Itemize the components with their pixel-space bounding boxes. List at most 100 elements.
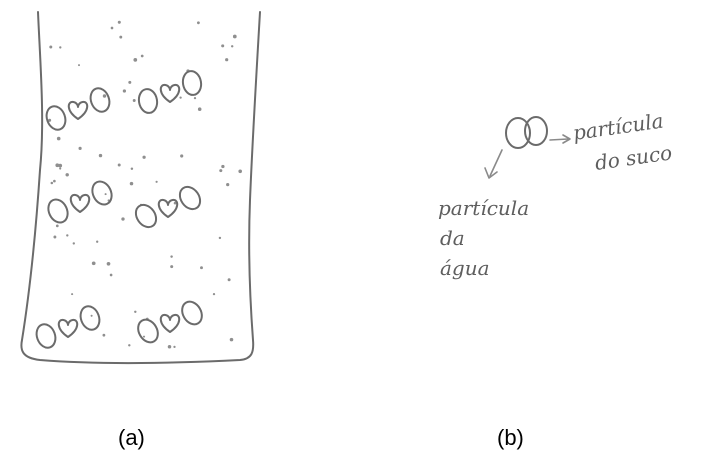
water-dot <box>213 293 215 295</box>
water-dot <box>107 262 111 266</box>
oval-particle-icon <box>178 298 206 328</box>
water-dot <box>228 278 231 281</box>
water-dot <box>141 55 144 58</box>
cup-outline <box>21 12 260 363</box>
water-dot <box>168 345 172 349</box>
heart-particle-icon <box>59 320 78 337</box>
water-dot <box>143 336 145 338</box>
water-dot <box>198 107 202 111</box>
oval-particle-icon <box>33 322 58 351</box>
water-dot <box>103 334 106 337</box>
water-dot <box>121 217 124 220</box>
oval-particle-icon <box>43 104 68 133</box>
oval-particle-icon <box>181 70 203 97</box>
water-label-line1: partícula <box>438 196 529 220</box>
water-dot <box>170 255 172 257</box>
water-dot <box>226 183 229 186</box>
water-dot <box>57 137 61 141</box>
cup-drawing <box>21 12 260 363</box>
water-dot <box>66 234 68 236</box>
water-dot <box>99 154 102 157</box>
water-dot <box>219 169 222 172</box>
water-dot <box>219 237 221 239</box>
water-dot <box>173 346 175 348</box>
oval-particle-icon <box>132 201 161 231</box>
heart-particle-icon <box>161 315 180 332</box>
water-dot <box>128 344 130 346</box>
particle-groups <box>33 70 205 351</box>
heart-particle-icon <box>525 117 547 145</box>
water-dot <box>105 193 107 195</box>
water-dot <box>110 274 113 277</box>
water-dot <box>134 311 136 313</box>
water-dot <box>53 180 56 183</box>
water-dot <box>179 96 181 98</box>
particle-cluster <box>43 86 112 133</box>
water-dot <box>96 241 98 243</box>
water-dot <box>128 81 131 84</box>
water-dot <box>91 315 93 317</box>
oval-particle-icon <box>89 178 115 207</box>
water-dot <box>230 338 234 342</box>
legend-drawing: partícula do suco partícula da água <box>438 109 674 280</box>
caption-a: (a) <box>118 425 145 451</box>
water-dot <box>133 58 137 62</box>
water-dot <box>180 154 183 157</box>
water-dot <box>194 97 196 99</box>
water-label-line3: água <box>440 256 490 280</box>
particle-cluster <box>132 183 205 231</box>
water-dot <box>156 181 158 183</box>
water-dot <box>231 45 233 47</box>
juice-label-line2: do suco <box>593 140 673 175</box>
water-dot <box>238 170 242 174</box>
water-dot <box>49 46 52 49</box>
oval-particle-icon <box>87 86 112 115</box>
water-dot <box>92 261 96 265</box>
water-dot <box>59 46 61 48</box>
oval-particle-icon <box>77 304 102 333</box>
water-dot <box>78 64 80 66</box>
water-dot <box>221 165 224 168</box>
oval-particle-icon <box>176 183 205 213</box>
water-dot <box>56 225 59 228</box>
water-dot <box>118 21 121 24</box>
water-dot <box>79 147 82 150</box>
water-dot <box>130 182 134 186</box>
water-dot <box>133 99 136 102</box>
particle-cluster <box>33 304 102 351</box>
particle-cluster <box>137 70 203 115</box>
water-dot <box>170 265 173 268</box>
heart-particle-icon <box>161 85 180 102</box>
heart-particle-icon <box>69 102 88 119</box>
water-dot <box>73 242 75 244</box>
water-dot <box>55 163 59 167</box>
water-dot <box>51 182 54 185</box>
water-dot <box>111 27 114 30</box>
water-label-line2: da <box>440 226 465 250</box>
water-dots <box>48 21 242 349</box>
particle-cluster <box>134 298 206 346</box>
water-dot <box>65 173 68 176</box>
heart-particle-icon <box>71 195 90 212</box>
water-dot <box>225 58 228 61</box>
water-dot <box>123 89 126 92</box>
particle-cluster <box>45 178 115 225</box>
water-dot <box>197 21 200 24</box>
caption-b: (b) <box>497 425 524 451</box>
water-dot <box>221 44 224 47</box>
water-dot <box>71 293 73 295</box>
water-dot <box>142 156 145 159</box>
water-dot <box>53 236 56 239</box>
water-dot <box>118 164 121 167</box>
water-dot <box>131 167 133 169</box>
oval-particle-icon <box>45 196 71 225</box>
water-dot <box>119 36 122 39</box>
oval-particle-icon <box>134 316 162 346</box>
water-dot <box>233 35 237 39</box>
water-dot <box>200 266 203 269</box>
water-dot <box>59 168 61 170</box>
arrow-to-juice-label <box>550 139 568 140</box>
juice-label-line1: partícula <box>571 109 665 145</box>
oval-particle-icon <box>137 88 159 115</box>
